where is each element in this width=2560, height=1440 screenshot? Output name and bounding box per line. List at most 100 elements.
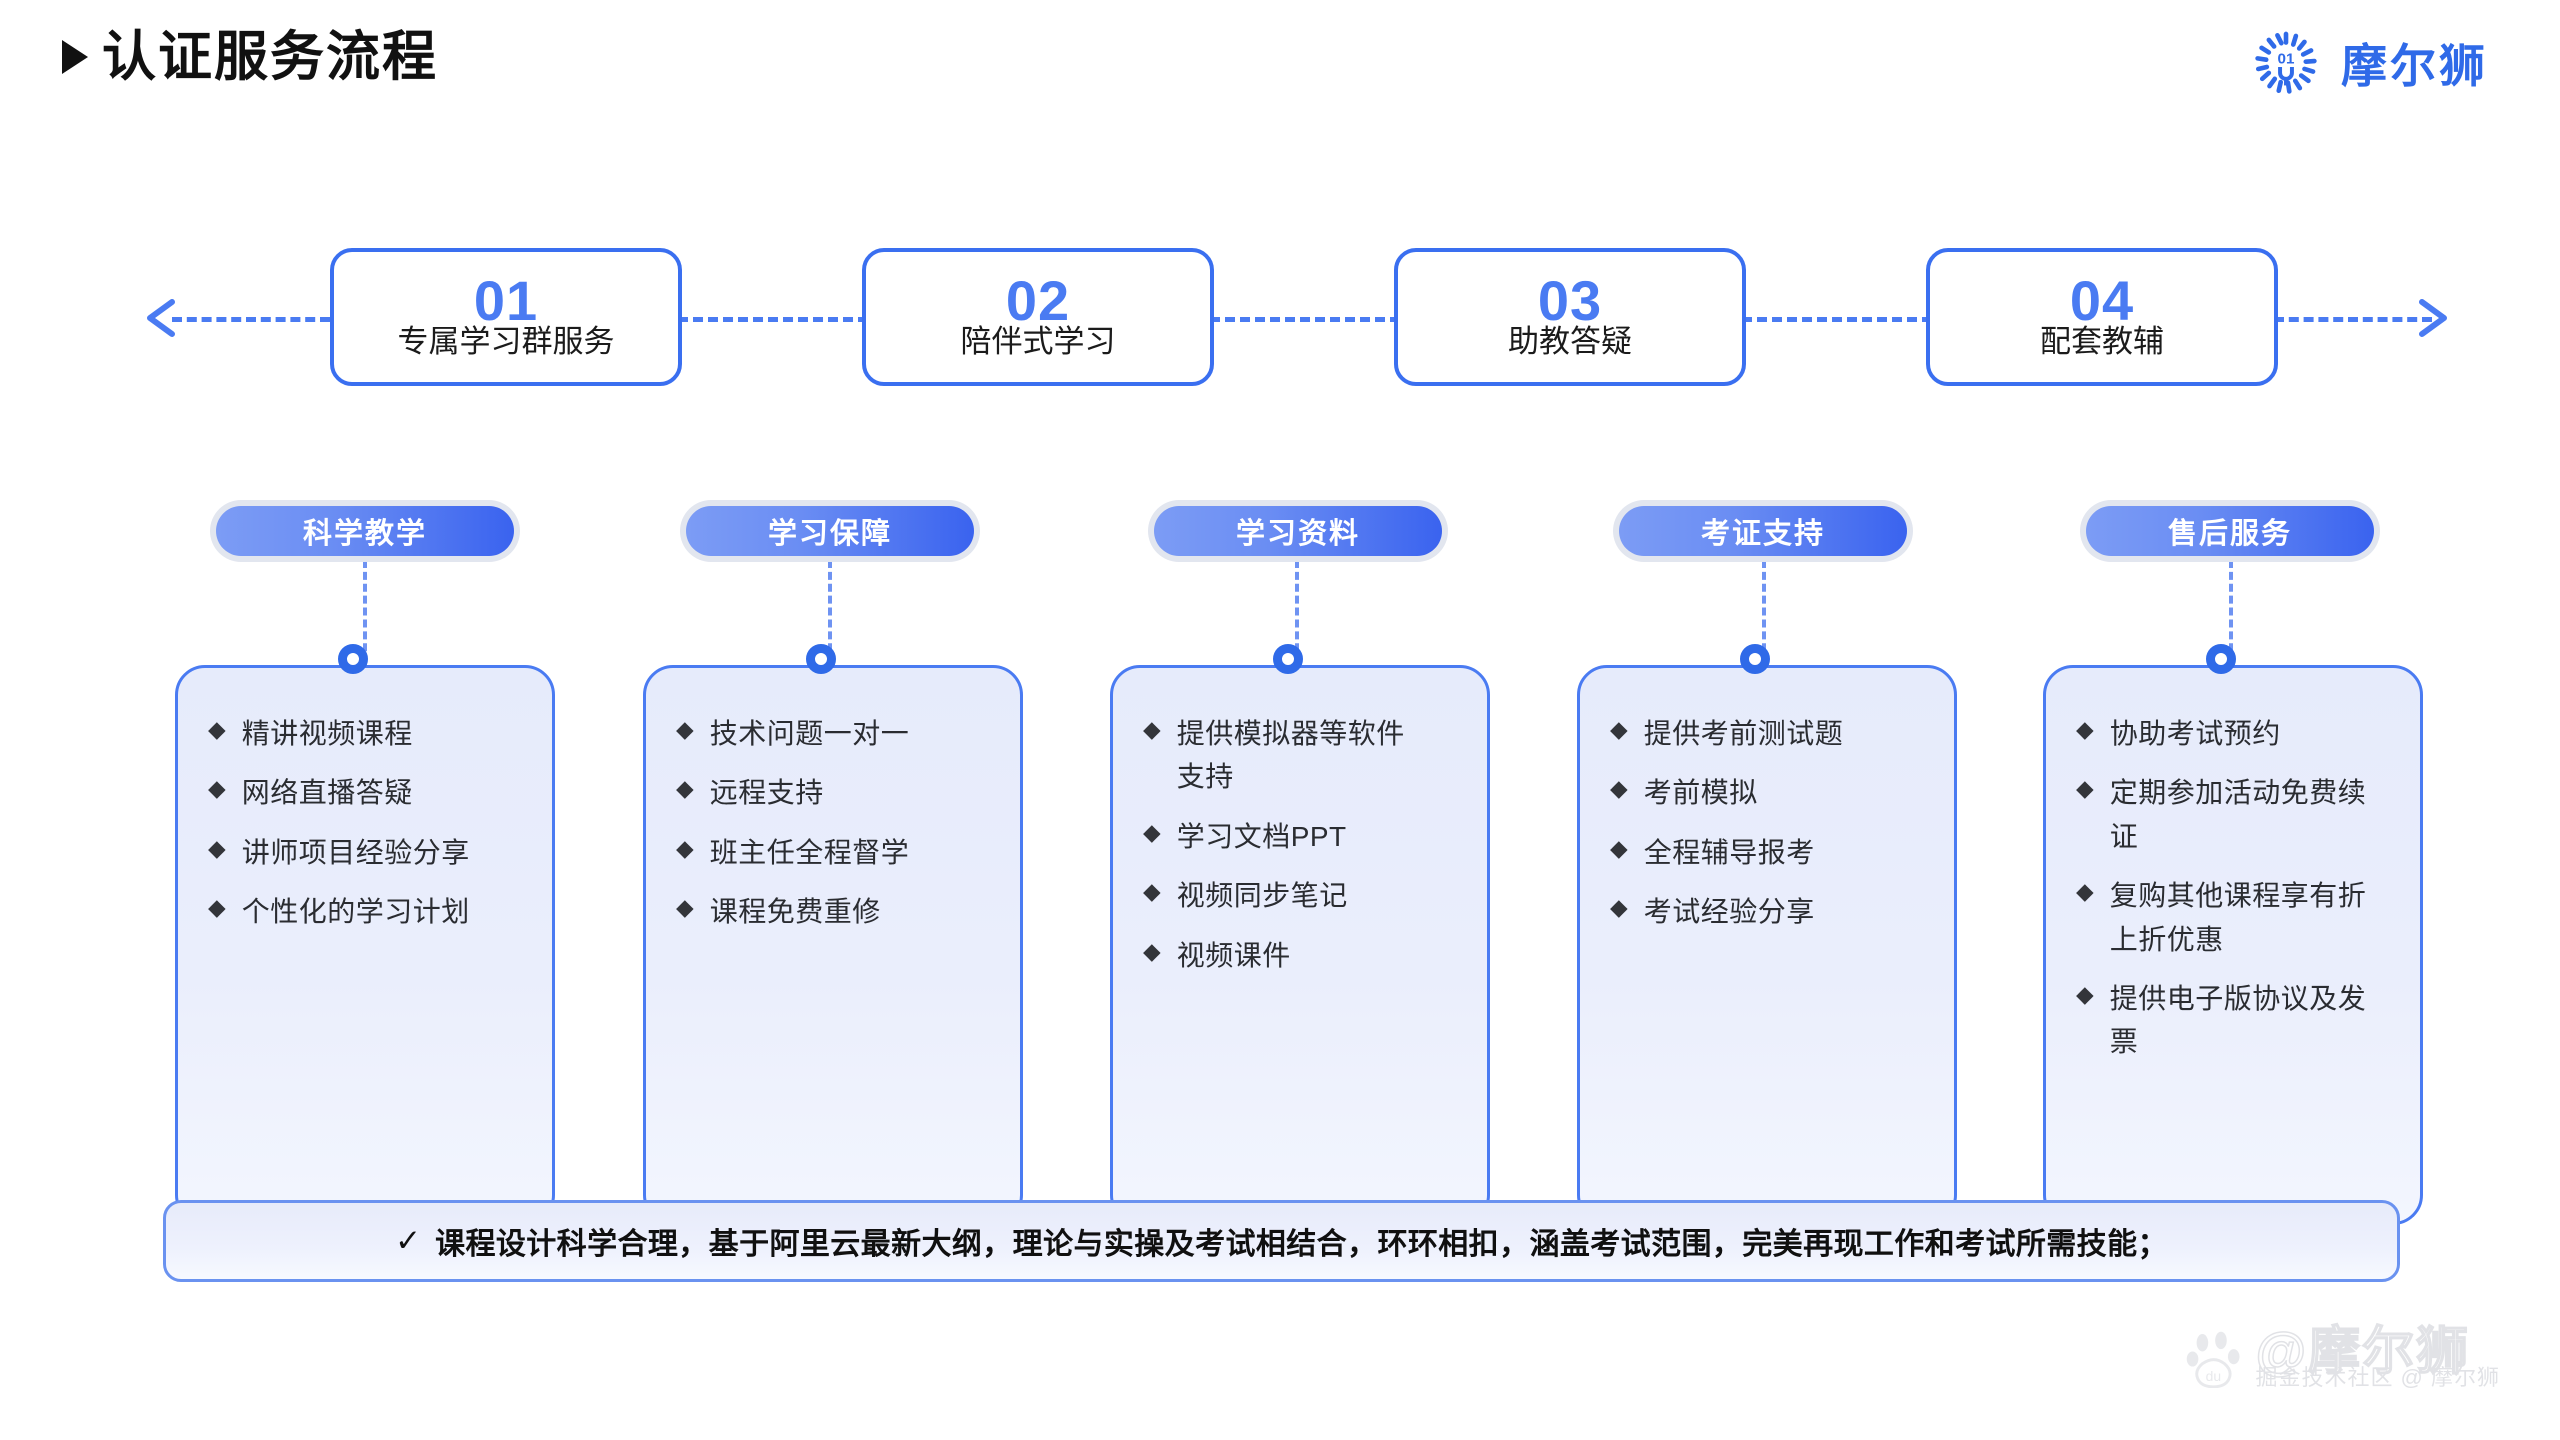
step-number: 04 — [2069, 269, 2135, 333]
baidu-paw-icon: du — [2187, 1331, 2240, 1388]
watermark-sub-text: 掘金技术社区 @ 摩尔狮 — [2255, 1365, 2500, 1390]
list-item: ◆ 讲师项目经验分享 — [208, 831, 530, 874]
list-item-label: 全程辅导报考 — [1643, 836, 1815, 868]
list-item: ◆ 定期参加活动免费续证 — [2076, 771, 2374, 858]
list-item: ◆ 协助考试预约 — [2076, 712, 2374, 755]
step-flow-row: 01 专属学习群服务 02 陪伴式学习 03 助教答疑 04 配套教辅 — [0, 248, 2560, 388]
watermark-main-text: @摩尔狮 — [2255, 1323, 2471, 1381]
watermark: du @摩尔狮 掘金技术社区 @ 摩尔狮 — [2185, 1323, 2500, 1392]
list-item-label: 复购其他课程享有折上折优惠 — [2109, 880, 2367, 955]
list-item-label: 学习文档PPT — [1176, 820, 1347, 852]
pill-3-label: 学习资料 — [1235, 518, 1360, 550]
list-item: ◆ 精讲视频课程 — [208, 712, 530, 755]
list-item-label: 课程免费重修 — [709, 896, 881, 928]
diamond-bullet-icon: ◆ — [1610, 894, 1628, 921]
pill-4[interactable]: 考证支持 — [1613, 500, 1913, 562]
step-card-2[interactable]: 02 陪伴式学习 — [862, 248, 1214, 386]
diamond-bullet-icon: ◆ — [208, 716, 226, 742]
diamond-bullet-icon: ◆ — [2076, 980, 2094, 1007]
card-1-list: ◆ 精讲视频课程 ◆ 网络直播答疑 ◆ 讲师项目经验分享 ◆ 个性化的学习计划 — [178, 668, 552, 934]
list-item-label: 远程支持 — [709, 777, 824, 809]
pill-3[interactable]: 学习资料 — [1148, 500, 1448, 562]
step-card-3[interactable]: 03 助教答疑 — [1394, 248, 1746, 386]
flow-connector-right — [2274, 317, 2432, 322]
step-number: 03 — [1537, 269, 1603, 333]
diamond-bullet-icon: ◆ — [1610, 834, 1628, 861]
page-title-group: 认证服务流程 — [62, 30, 438, 84]
list-item: ◆ 全程辅导报考 — [1610, 831, 1932, 874]
diamond-bullet-icon: ◆ — [1143, 937, 1161, 964]
diamond-bullet-icon: ◆ — [676, 775, 694, 802]
step-label: 配套教辅 — [2040, 323, 2164, 359]
pill-connector-5 — [2229, 560, 2233, 675]
pill-1-body: 科学教学 — [216, 506, 514, 556]
diamond-bullet-icon: ◆ — [1610, 716, 1628, 742]
detail-card-3: ◆ 提供模拟器等软件支持 ◆ 学习文档PPT ◆ 视频同步笔记 ◆ 视频课件 — [1110, 644, 1490, 1225]
list-item-label: 个性化的学习计划 — [241, 896, 470, 928]
pill-connector-2 — [828, 560, 832, 675]
diamond-bullet-icon: ◆ — [1143, 818, 1161, 845]
list-item: ◆ 复购其他课程享有折上折优惠 — [2076, 874, 2374, 961]
list-item: ◆ 课程免费重修 — [676, 890, 998, 933]
diamond-bullet-icon: ◆ — [1143, 878, 1161, 905]
step-label: 陪伴式学习 — [960, 323, 1116, 359]
list-item-label: 提供考前测试题 — [1643, 718, 1844, 749]
step-card-1[interactable]: 01 专属学习群服务 — [330, 248, 682, 386]
card-node-3 — [1273, 644, 1303, 674]
list-item-label: 班主任全程督学 — [709, 836, 910, 868]
diamond-bullet-icon: ◆ — [2076, 878, 2094, 905]
arrow-right-icon — [2419, 299, 2447, 337]
list-item-label: 技术问题一对一 — [709, 718, 910, 749]
svg-text:01: 01 — [2278, 51, 2295, 68]
flow-connector-3-4 — [1742, 317, 1932, 322]
list-item-label: 考试经验分享 — [1643, 896, 1815, 928]
brand-name: 摩尔狮 — [2341, 40, 2488, 92]
pill-4-label: 考证支持 — [1700, 518, 1825, 550]
card-2-list: ◆ 技术问题一对一 ◆ 远程支持 ◆ 班主任全程督学 ◆ 课程免费重修 — [646, 668, 1020, 934]
step-number: 02 — [1005, 269, 1071, 333]
watermark-paw-label: du — [2206, 1368, 2221, 1384]
list-item-label: 提供电子版协议及发票 — [2109, 982, 2367, 1058]
diamond-bullet-icon: ◆ — [208, 834, 226, 861]
radial-badge-icon: 01 — [2255, 31, 2317, 94]
list-item: ◆ 提供模拟器等软件支持 — [1143, 712, 1425, 799]
step-number: 01 — [473, 269, 539, 333]
flow-connector-2-3 — [1210, 317, 1400, 322]
card-3-list: ◆ 提供模拟器等软件支持 ◆ 学习文档PPT ◆ 视频同步笔记 ◆ 视频课件 — [1113, 668, 1487, 977]
pill-5-label: 售后服务 — [2167, 518, 2292, 550]
pill-2[interactable]: 学习保障 — [680, 500, 980, 562]
list-item: ◆ 网络直播答疑 — [208, 771, 530, 814]
diamond-bullet-icon: ◆ — [1610, 775, 1628, 802]
diamond-bullet-icon: ◆ — [676, 716, 694, 742]
pill-1-label: 科学教学 — [302, 518, 427, 550]
pill-5[interactable]: 售后服务 — [2080, 500, 2380, 562]
list-item: ◆ 远程支持 — [676, 771, 998, 814]
card-node-2 — [806, 644, 836, 674]
diamond-bullet-icon: ◆ — [676, 894, 694, 921]
page-header: 认证服务流程 01 — [0, 0, 2560, 140]
list-item: ◆ 学习文档PPT — [1143, 815, 1425, 858]
step-label: 助教答疑 — [1508, 323, 1632, 359]
card-node-5 — [2206, 644, 2236, 674]
detail-card-5: ◆ 协助考试预约 ◆ 定期参加活动免费续证 ◆ 复购其他课程享有折上折优惠 ◆ … — [2043, 644, 2423, 1225]
arrow-left-icon — [147, 299, 175, 337]
list-item: ◆ 考前模拟 — [1610, 771, 1932, 814]
summary-banner-text: 课程设计科学合理，基于阿里云最新大纲，理论与实操及考试相结合，环环相扣，涵盖考试… — [435, 1228, 2168, 1261]
card-4-list: ◆ 提供考前测试题 ◆ 考前模拟 ◆ 全程辅导报考 ◆ 考试经验分享 — [1580, 668, 1954, 934]
detail-card-2: ◆ 技术问题一对一 ◆ 远程支持 ◆ 班主任全程督学 ◆ 课程免费重修 — [643, 644, 1023, 1225]
diamond-bullet-icon: ◆ — [2076, 716, 2094, 742]
pill-1[interactable]: 科学教学 — [210, 500, 520, 562]
diamond-bullet-icon: ◆ — [676, 834, 694, 861]
card-node-1 — [338, 644, 368, 674]
triangle-right-icon — [62, 40, 88, 74]
list-item: ◆ 提供电子版协议及发票 — [2076, 977, 2374, 1064]
step-card-4[interactable]: 04 配套教辅 — [1926, 248, 2278, 386]
list-item: ◆ 视频课件 — [1143, 934, 1425, 977]
flow-connector-left — [172, 317, 330, 322]
list-item: ◆ 个性化的学习计划 — [208, 890, 530, 933]
list-item-label: 视频同步笔记 — [1176, 880, 1348, 912]
watermark-texts: @摩尔狮 掘金技术社区 @ 摩尔狮 — [2255, 1323, 2500, 1392]
pill-5-body: 售后服务 — [2086, 506, 2374, 556]
list-item-label: 网络直播答疑 — [241, 777, 413, 809]
list-item-label: 精讲视频课程 — [241, 718, 413, 749]
